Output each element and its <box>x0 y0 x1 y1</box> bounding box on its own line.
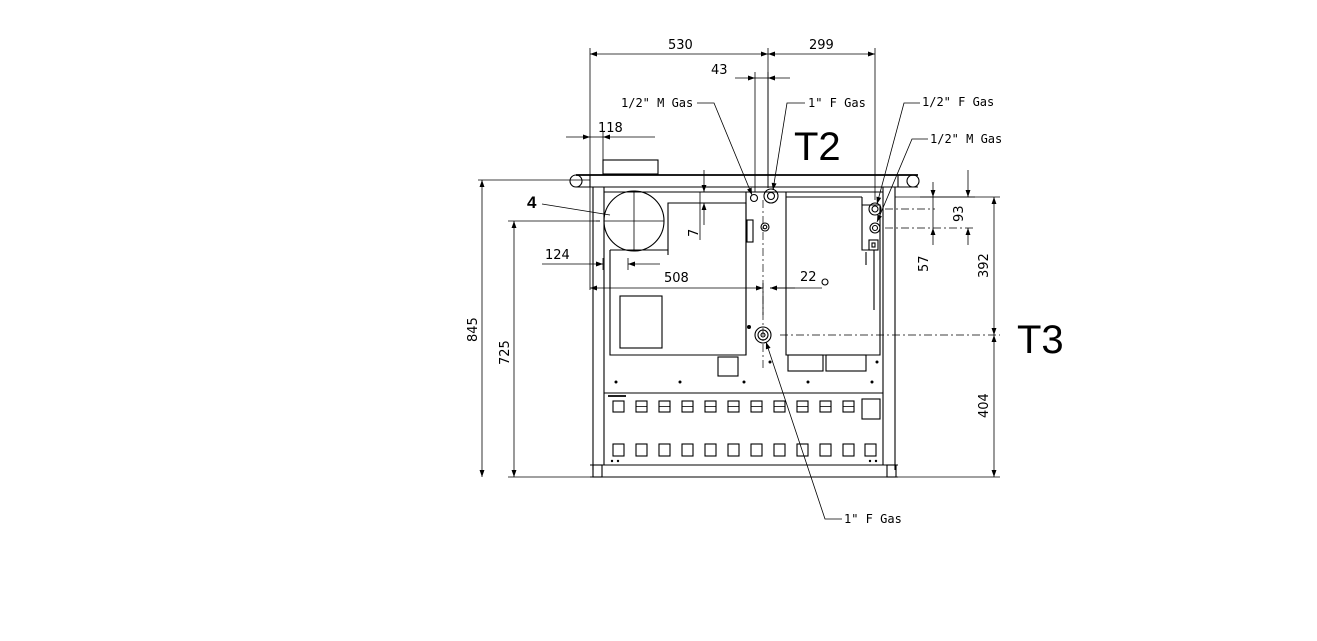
vent-row-lower <box>612 443 877 457</box>
label-half-f-gas-right: 1/2" F Gas <box>922 95 994 109</box>
dim-118: 118 <box>598 121 623 136</box>
dim-22: 22 <box>800 270 817 285</box>
label-one-f-gas-top: 1" F Gas <box>808 96 866 110</box>
dim-392: 392 <box>977 253 992 278</box>
dim-508: 508 <box>664 271 689 286</box>
appliance-outline <box>569 159 920 478</box>
tag-t2: T2 <box>794 125 841 169</box>
tag-4: 4 <box>527 193 537 212</box>
dim-124: 124 <box>545 248 570 263</box>
extension-lines <box>478 48 1000 478</box>
label-half-m-gas-right: 1/2" M Gas <box>930 132 1002 146</box>
flue-outlet <box>596 190 665 252</box>
dim-93: 93 <box>952 205 967 222</box>
vent-row-upper <box>612 398 881 420</box>
dim-7: 7 <box>687 229 702 237</box>
dim-43: 43 <box>711 63 728 78</box>
center-lines <box>762 200 1000 370</box>
leader-lines <box>541 102 928 520</box>
gas-connections <box>749 188 882 344</box>
label-one-f-gas-bottom: 1" F Gas <box>844 512 902 526</box>
dimension-lines <box>479 51 997 477</box>
dim-845: 845 <box>466 317 481 342</box>
dim-725: 725 <box>498 340 513 365</box>
dim-530: 530 <box>668 38 693 53</box>
dim-57: 57 <box>917 255 932 272</box>
dim-404: 404 <box>977 393 992 418</box>
tag-t3: T3 <box>1017 318 1064 362</box>
dim-299: 299 <box>809 38 834 53</box>
label-half-m-gas-left: 1/2" M Gas <box>621 96 693 110</box>
